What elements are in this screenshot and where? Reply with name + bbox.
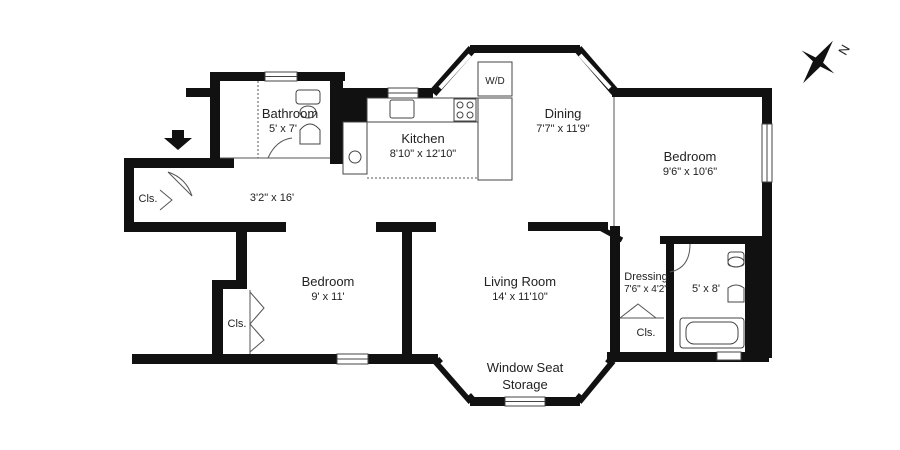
bathroom-dims: 5' x 7' [269,123,297,135]
dressing-name: Dressing [624,271,667,283]
kitchen-dims: 8'10" x 12'10" [390,148,457,160]
fixtures [159,61,745,354]
walls [124,45,772,406]
bedroom-east-dims: 9'6" x 10'6" [663,166,717,178]
entry-closet-label: Cls. [139,193,158,205]
window-seat-line1: Window Seat [487,360,564,375]
north-compass-icon [801,40,835,84]
bedroom-closet-label: Cls. [228,318,247,330]
dining-dims: 7'7" x 11'9" [536,123,589,135]
dining-name: Dining [545,106,582,121]
kitchen-name: Kitchen [401,131,444,146]
bedroom-east-name: Bedroom [664,149,717,164]
windows [264,53,773,407]
window-seat-line2: Storage [502,377,548,392]
bath2-dims: 5' x 8' [692,283,720,295]
bathroom-name: Bathroom [262,106,318,121]
entry-arrow-icon [164,130,192,150]
dressing-dims: 7'6" x 4'2" [624,284,668,295]
dressing-closet-label: Cls. [637,327,656,339]
living-room-dims: 14' x 11'10" [492,291,548,303]
bedroom-west-name: Bedroom [302,274,355,289]
bedroom-west-dims: 9' x 11' [311,291,344,303]
living-room-name: Living Room [484,274,556,289]
north-label: N [835,42,853,58]
washer-dryer-label: W/D [485,76,504,87]
hall-dims: 3'2" x 16' [250,192,294,204]
